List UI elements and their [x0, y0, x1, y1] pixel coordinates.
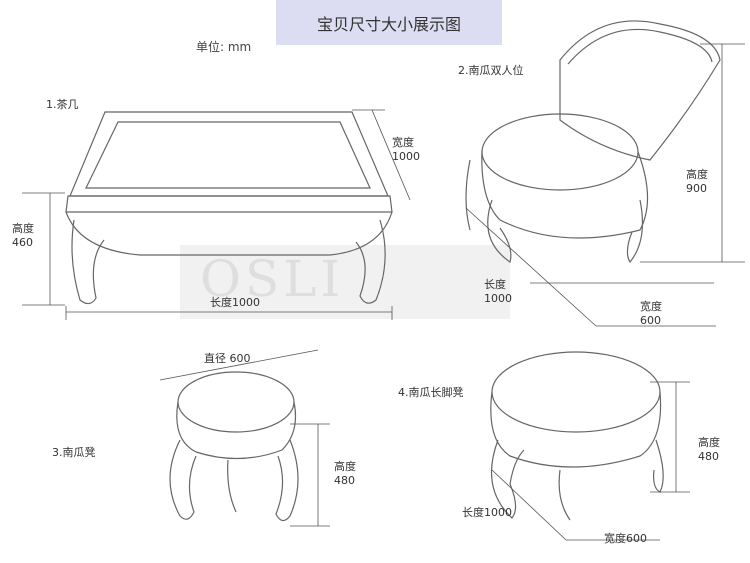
tea-table-height-label: 高度: [12, 222, 34, 235]
tea-table-label: 1.茶几: [46, 98, 79, 111]
stool-height-label: 高度: [334, 460, 356, 473]
sofa-width-label: 宽度: [640, 300, 662, 313]
tea-table-length-label: 长度1000: [210, 296, 260, 309]
tea-table-width-label: 宽度: [392, 136, 414, 149]
bench-width-label: 宽度600: [604, 532, 647, 545]
watermark-text: OSLI: [200, 250, 345, 308]
sofa-height-label: 高度: [686, 168, 708, 181]
bench-drawing: [490, 351, 664, 521]
sofa-length-value: 1000: [484, 292, 512, 305]
tea-table-drawing: [65, 111, 393, 305]
bench-height-label: 高度: [698, 436, 720, 449]
stool-label: 3.南瓜凳: [52, 446, 96, 459]
sofa-drawing: [465, 20, 721, 264]
stool-drawing: [169, 371, 299, 522]
sofa-label: 2.南瓜双人位: [458, 64, 524, 77]
stool-height-value: 480: [334, 474, 355, 487]
tea-table-height-value: 460: [12, 236, 33, 249]
bench-length-label: 长度1000: [462, 506, 512, 519]
sofa-width-value: 600: [640, 314, 661, 327]
watermark-band: [180, 245, 510, 319]
sofa-length-label: 长度: [484, 278, 506, 291]
unit-label: 单位: mm: [196, 40, 252, 54]
bench-label: 4.南瓜长脚凳: [398, 386, 464, 399]
stool-diameter-label: 直径 600: [204, 352, 251, 365]
tea-table-width-value: 1000: [392, 150, 420, 163]
sofa-height-value: 900: [686, 182, 707, 195]
bench-height-value: 480: [698, 450, 719, 463]
page-title: 宝贝尺寸大小展示图: [276, 0, 502, 45]
